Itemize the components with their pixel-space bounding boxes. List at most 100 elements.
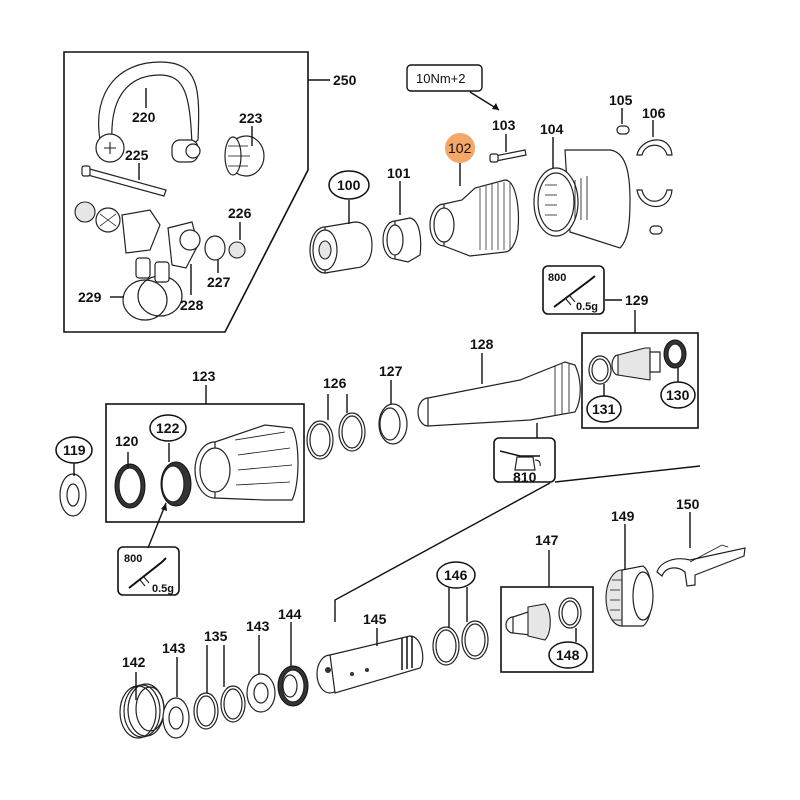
part-120-seal[interactable] <box>114 463 146 509</box>
grease-gun-icon <box>553 275 596 308</box>
grease-callout-129: 800 0.5g <box>542 265 622 315</box>
part-label-130[interactable]: 130 <box>666 387 690 403</box>
part-102-front-sleeve[interactable] <box>429 179 520 257</box>
callout-oval-146 <box>436 561 476 589</box>
part-130-seal[interactable] <box>663 339 687 369</box>
part-label-220[interactable]: 220 <box>132 109 156 125</box>
callout-oval-148 <box>548 641 588 669</box>
part-143-washer-b[interactable] <box>246 673 276 713</box>
torque-value: 10Nm+2 <box>416 71 466 86</box>
part-label-104[interactable]: 104 <box>540 121 564 137</box>
part-101-ring[interactable] <box>382 217 422 263</box>
part-label-229[interactable]: 229 <box>78 289 102 305</box>
part-104-gear-housing[interactable] <box>533 149 631 249</box>
part-label-101[interactable]: 101 <box>387 165 411 181</box>
part-label-150[interactable]: 150 <box>676 496 700 512</box>
part-label-143b[interactable]: 143 <box>246 618 270 634</box>
part-label-128[interactable]: 128 <box>470 336 494 352</box>
part-149-gear-ring[interactable] <box>605 565 654 627</box>
part-label-148[interactable]: 148 <box>556 647 580 663</box>
oil-code: 810 <box>513 469 537 485</box>
part-227-ratchet[interactable] <box>204 235 226 261</box>
part-label-126[interactable]: 126 <box>323 375 347 391</box>
kit-147-group: 147 148 <box>500 532 594 673</box>
callout-oval-130 <box>660 381 696 409</box>
callout-oval-119 <box>55 436 93 464</box>
grease-code: 800 <box>124 553 142 565</box>
part-label-127[interactable]: 127 <box>379 363 403 379</box>
part-127-bushing[interactable] <box>378 403 408 445</box>
part-label-122[interactable]: 122 <box>156 420 180 436</box>
part-229-clamp-band[interactable] <box>122 257 183 321</box>
part-119-washer[interactable] <box>59 473 87 517</box>
part-148-oring[interactable] <box>558 597 582 629</box>
part-223-knob[interactable] <box>224 135 265 177</box>
part-126-washers[interactable] <box>306 412 366 460</box>
grease-amount: 0.5g <box>152 583 174 595</box>
part-label-250[interactable]: 250 <box>333 72 357 88</box>
part-150-shift-fork[interactable] <box>656 544 746 587</box>
part-label-120[interactable]: 120 <box>115 433 139 449</box>
part-105-pin[interactable] <box>616 125 663 235</box>
part-103-screw[interactable] <box>489 149 527 163</box>
part-label-131[interactable]: 131 <box>592 401 616 417</box>
part-label-227[interactable]: 227 <box>207 274 231 290</box>
handle-kit-group: 250 220 223 225 <box>63 51 357 333</box>
torque-note: 10Nm+2 <box>406 64 500 111</box>
callout-oval-122 <box>149 414 187 442</box>
part-label-102[interactable]: 102 <box>448 140 472 156</box>
part-label-146[interactable]: 146 <box>444 567 468 583</box>
part-label-226[interactable]: 226 <box>228 205 252 221</box>
kit-123-frame <box>105 403 305 523</box>
assembly-line <box>554 465 701 483</box>
oil-can-icon <box>499 450 541 471</box>
part-label-145[interactable]: 145 <box>363 611 387 627</box>
part-144-bushing[interactable] <box>277 665 309 707</box>
part-146-orings[interactable] <box>432 620 489 666</box>
part-label-142[interactable]: 142 <box>122 654 146 670</box>
part-147-valve[interactable] <box>505 603 551 641</box>
part-label-119[interactable]: 119 <box>63 442 86 458</box>
part-label-106[interactable]: 106 <box>642 105 666 121</box>
part-label-103[interactable]: 103 <box>492 117 516 133</box>
part-label-144[interactable]: 144 <box>278 606 302 622</box>
grease-gun-icon <box>128 557 167 589</box>
part-129-striker[interactable] <box>611 347 661 381</box>
part-label-135[interactable]: 135 <box>204 628 228 644</box>
part-143-washer-a[interactable] <box>162 697 190 739</box>
kit-147-frame <box>500 586 594 673</box>
part-label-123[interactable]: 123 <box>192 368 216 384</box>
callout-oval-131 <box>586 395 622 423</box>
part-122-seal[interactable] <box>160 461 192 507</box>
part-131-oring[interactable] <box>588 355 612 385</box>
part-label-100[interactable]: 100 <box>337 177 361 193</box>
part-label-105[interactable]: 105 <box>609 92 633 108</box>
part-225-rod[interactable] <box>81 165 167 197</box>
part-220-side-handle[interactable] <box>95 61 201 163</box>
part-label-147[interactable]: 147 <box>535 532 559 548</box>
part-100-dust-cap[interactable] <box>309 221 373 274</box>
part-label-143a[interactable]: 143 <box>162 640 186 656</box>
part-clamp-components[interactable] <box>74 201 201 269</box>
part-label-223[interactable]: 223 <box>239 110 263 126</box>
part-106-spring-clips[interactable] <box>636 139 673 208</box>
kit-123-group: 123 120 122 <box>105 368 305 523</box>
part-145-cylinder[interactable] <box>316 635 424 694</box>
part-128-spindle[interactable] <box>417 361 581 427</box>
arrow-icon <box>492 103 499 110</box>
part-123-gear-case[interactable] <box>194 424 299 501</box>
part-135-orings[interactable] <box>193 685 246 730</box>
grease-code: 800 <box>548 272 566 284</box>
part-142-spring[interactable] <box>119 683 165 739</box>
kit-129-frame <box>581 332 699 429</box>
part-label-129[interactable]: 129 <box>625 292 649 308</box>
grease-amount: 0.5g <box>576 301 598 313</box>
part-226-nut[interactable] <box>228 241 246 259</box>
grease-callout-122: 800 0.5g <box>117 502 180 596</box>
part-label-149[interactable]: 149 <box>611 508 635 524</box>
part-label-228[interactable]: 228 <box>180 297 204 313</box>
oil-callout-810: 810 <box>334 423 701 622</box>
part-label-225[interactable]: 225 <box>125 147 149 163</box>
assembly-line <box>334 482 551 622</box>
